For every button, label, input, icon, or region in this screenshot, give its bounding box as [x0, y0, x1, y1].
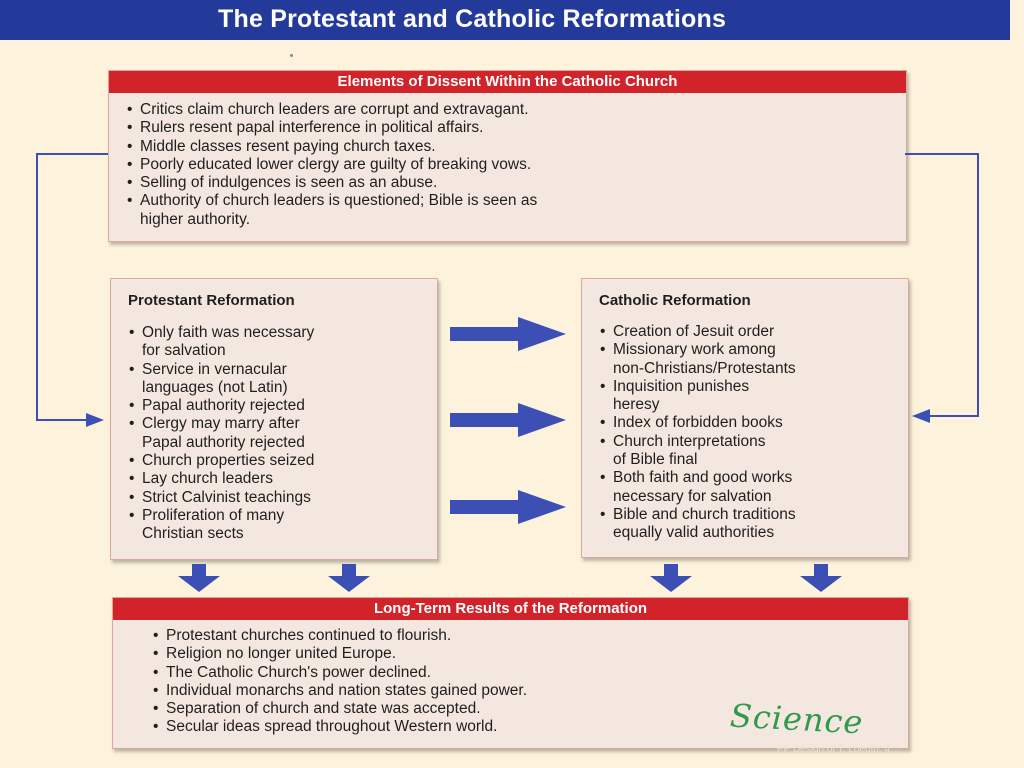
watermark: PP Design of T. Loegth, 4...: [777, 744, 899, 755]
catholic-item: Missionary work amongnon-Christians/Prot…: [600, 341, 796, 378]
arrow-right-icon: [450, 403, 566, 437]
speck: [290, 54, 293, 57]
protestant-item: Papal authority rejected: [129, 397, 314, 416]
results-item: The Catholic Church's power declined.: [153, 664, 527, 683]
results-heading: Long-Term Results of the Reformation: [113, 598, 908, 620]
catholic-item: Creation of Jesuit order: [600, 323, 796, 342]
arrow-right-icon: [450, 490, 566, 524]
dissent-heading: Elements of Dissent Within the Catholic …: [109, 71, 906, 93]
handwritten-signature: Science: [729, 696, 865, 742]
dissent-box: Elements of Dissent Within the Catholic …: [108, 70, 907, 242]
results-item: Individual monarchs and nation states ga…: [153, 682, 527, 701]
arrow-right-icon: [450, 317, 566, 351]
protestant-box: Protestant Reformation Only faith was ne…: [110, 278, 438, 560]
results-item: Protestant churches continued to flouris…: [153, 627, 527, 646]
connector-arrow-icon: [905, 153, 979, 423]
protestant-item: Lay church leaders: [129, 470, 314, 489]
arrow-down-icon: [328, 564, 370, 592]
title-bar: The Protestant and Catholic Reformations: [0, 0, 1010, 40]
dissent-item: Authority of church leaders is questione…: [127, 192, 537, 229]
results-list: Protestant churches continued to flouris…: [153, 627, 527, 737]
catholic-heading: Catholic Reformation: [599, 292, 751, 309]
dissent-item: Rulers resent papal interference in poli…: [127, 119, 537, 138]
protestant-item: Church properties seized: [129, 452, 314, 471]
results-item: Separation of church and state was accep…: [153, 700, 527, 719]
results-item: Secular ideas spread throughout Western …: [153, 718, 527, 737]
page-title: The Protestant and Catholic Reformations: [218, 5, 727, 33]
catholic-list: Creation of Jesuit orderMissionary work …: [600, 323, 796, 543]
dissent-item: Poorly educated lower clergy are guilty …: [127, 156, 537, 175]
results-box: Long-Term Results of the Reformation Pro…: [112, 597, 909, 749]
results-item: Religion no longer united Europe.: [153, 645, 527, 664]
dissent-item: Critics claim church leaders are corrupt…: [127, 101, 537, 120]
protestant-item: Strict Calvinist teachings: [129, 489, 314, 508]
catholic-item: Index of forbidden books: [600, 414, 796, 433]
connector-arrow-icon: [36, 153, 108, 427]
dissent-list: Critics claim church leaders are corrupt…: [127, 101, 537, 229]
dissent-item: Selling of indulgences is seen as an abu…: [127, 174, 537, 193]
arrow-down-icon: [650, 564, 692, 592]
catholic-box: Catholic Reformation Creation of Jesuit …: [581, 278, 909, 558]
protestant-heading: Protestant Reformation: [128, 292, 295, 309]
dissent-item: Middle classes resent paying church taxe…: [127, 138, 537, 157]
arrow-down-icon: [800, 564, 842, 592]
arrow-down-icon: [178, 564, 220, 592]
